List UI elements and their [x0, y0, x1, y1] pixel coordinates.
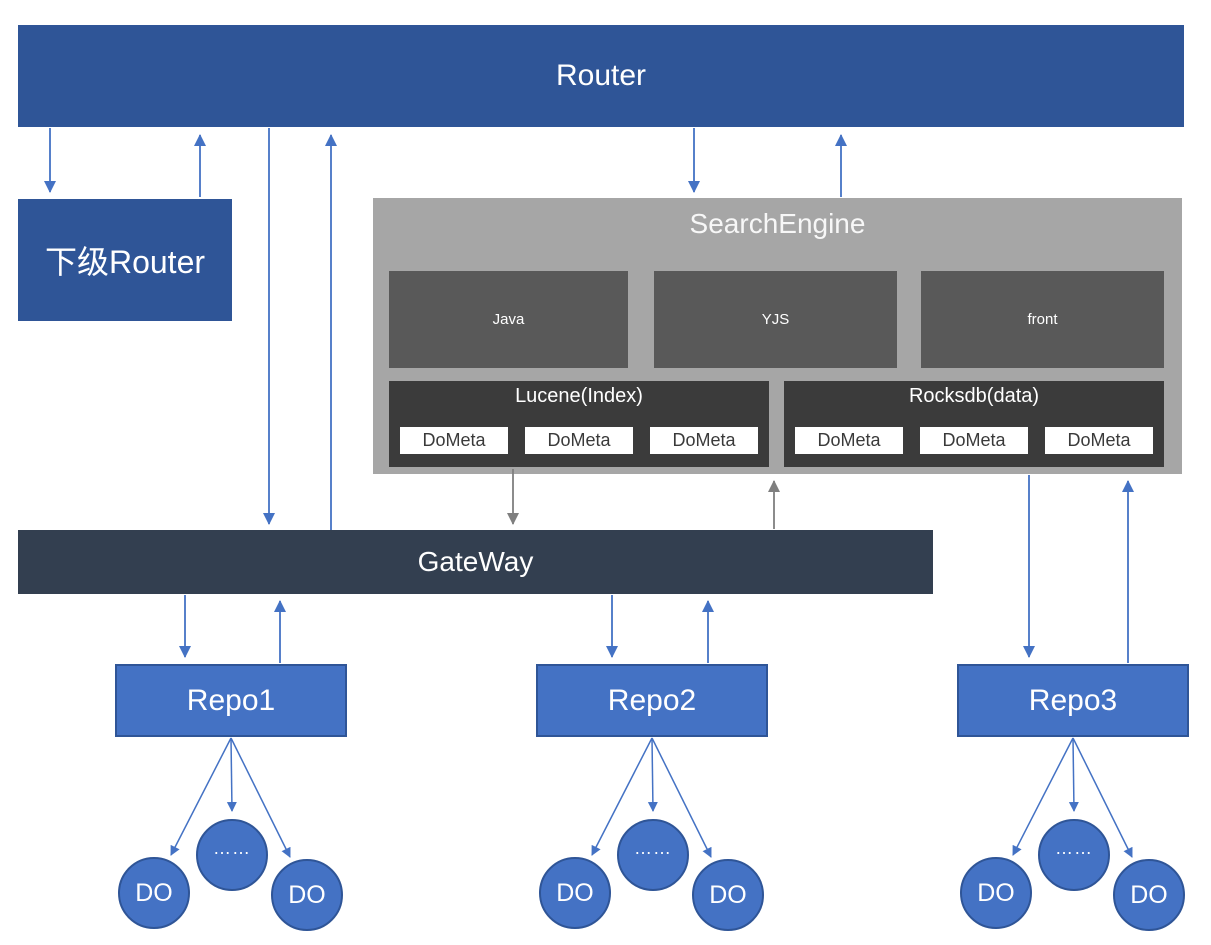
- router-node: Router: [18, 25, 1184, 127]
- repo1-label: Repo1: [186, 683, 276, 717]
- repo2-node: Repo2: [536, 664, 768, 737]
- search-engine-title: SearchEngine: [689, 208, 866, 239]
- ellipsis-label: ……: [1055, 837, 1093, 858]
- do-circle: DO: [539, 857, 611, 929]
- repo1-node: Repo1: [115, 664, 347, 737]
- lucene-dometa-row: DoMeta DoMeta DoMeta: [400, 427, 758, 454]
- dometa-box: DoMeta: [795, 427, 903, 454]
- dometa-box: DoMeta: [400, 427, 508, 454]
- ellipsis-circle: ……: [1038, 819, 1110, 891]
- repo3-label: Repo3: [1028, 683, 1118, 717]
- do-circle: DO: [118, 857, 190, 929]
- dometa-box: DoMeta: [650, 427, 758, 454]
- gateway-label: GateWay: [417, 546, 534, 577]
- gateway-node: GateWay: [18, 530, 933, 594]
- do-circle: DO: [960, 857, 1032, 929]
- do-label: DO: [709, 880, 747, 909]
- do-circle: DO: [692, 859, 764, 931]
- dometa-box: DoMeta: [525, 427, 633, 454]
- rocksdb-store: Rocksdb(data) DoMeta DoMeta DoMeta: [784, 381, 1164, 467]
- router-label: Router: [555, 59, 647, 92]
- ellipsis-circle: ……: [196, 819, 268, 891]
- ellipsis-label: ……: [213, 837, 251, 858]
- ellipsis-label: ……: [634, 837, 672, 858]
- dometa-box: DoMeta: [1045, 427, 1153, 454]
- ellipsis-circle: ……: [617, 819, 689, 891]
- panel-java: Java: [389, 271, 628, 368]
- do-circle: DO: [271, 859, 343, 931]
- do-label: DO: [977, 878, 1015, 907]
- lucene-store: Lucene(Index) DoMeta DoMeta DoMeta: [389, 381, 769, 467]
- do-label: DO: [288, 880, 326, 909]
- panel-yjs: YJS: [654, 271, 897, 368]
- repo2-label: Repo2: [607, 683, 697, 717]
- panel-yjs-label: YJS: [761, 311, 790, 328]
- lucene-title: Lucene(Index): [515, 385, 643, 407]
- do-label: DO: [1130, 880, 1168, 909]
- dometa-box: DoMeta: [920, 427, 1028, 454]
- sub-router-node: 下级Router: [18, 199, 232, 321]
- do-circle: DO: [1113, 859, 1185, 931]
- repo3-node: Repo3: [957, 664, 1189, 737]
- do-label: DO: [135, 878, 173, 907]
- rocksdb-dometa-row: DoMeta DoMeta DoMeta: [795, 427, 1153, 454]
- rocksdb-title: Rocksdb(data): [908, 385, 1040, 407]
- panel-front: front: [921, 271, 1164, 368]
- sub-router-label: 下级Router: [44, 244, 206, 280]
- panel-front-label: front: [1027, 311, 1058, 328]
- search-engine-container: SearchEngine Java YJS front Lucene(Index…: [373, 198, 1182, 474]
- panel-java-label: Java: [492, 311, 525, 328]
- do-label: DO: [556, 878, 594, 907]
